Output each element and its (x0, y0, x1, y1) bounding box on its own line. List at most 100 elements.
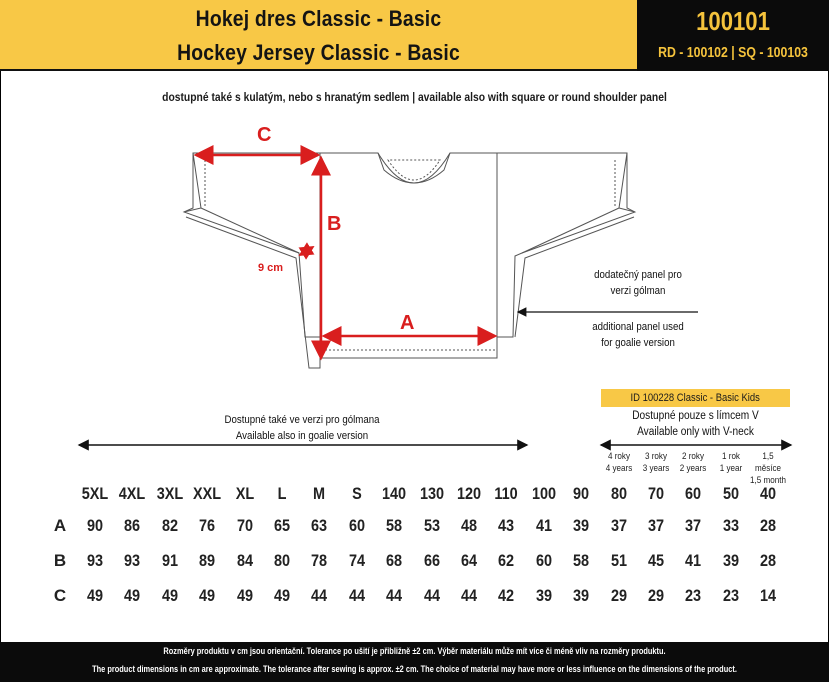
size-header: 70 (647, 484, 665, 503)
table-cell: 43 (498, 516, 515, 535)
size-header: 130 (419, 484, 444, 503)
dimension-arrows (193, 145, 498, 361)
table-cell: 84 (236, 551, 253, 570)
dim-c-label: C (257, 124, 272, 146)
table-cell: 68 (386, 551, 403, 570)
table-cell: 39 (722, 551, 739, 570)
table-cell: 91 (161, 551, 178, 570)
table-cell: 70 (236, 516, 253, 535)
table-cell: 41 (535, 516, 552, 535)
dim-cuff-arrow (298, 242, 315, 260)
table-cell: 82 (161, 516, 178, 535)
kids-badge: ID 100228 Classic - Basic Kids (601, 389, 790, 407)
size-header: 5XL (81, 484, 109, 503)
goalie-note-cz-2: verzi gólman (610, 285, 666, 297)
title-english: Hockey Jersey Classic - Basic (177, 40, 460, 65)
row-label: A (53, 516, 67, 535)
table-cell: 33 (722, 516, 739, 535)
table-cell: 58 (386, 516, 403, 535)
table-cell: 49 (124, 586, 141, 605)
size-header: 80 (610, 484, 627, 503)
goalie-note-en-2: for goalie version (601, 337, 675, 349)
table-cell: 60 (348, 516, 365, 535)
product-code-box: 100101 RD - 100102 | SQ - 100103 (637, 0, 829, 71)
table-cell: 80 (273, 551, 291, 570)
dim-a-label: A (400, 312, 415, 334)
size-header: S (351, 484, 362, 503)
table-cell: 90 (86, 516, 104, 535)
table-cell: 44 (348, 586, 365, 605)
table-cell: 60 (535, 551, 552, 570)
footer-note-cz: Rozměry produktu v cm jsou orientační. T… (163, 646, 666, 657)
age-label-en: 1,5 month (750, 475, 787, 486)
goalie-range-cz: Dostupné také ve verzi pro gólmana (224, 414, 380, 426)
table-cell: 63 (311, 516, 328, 535)
size-header: M (313, 484, 326, 503)
table-cell: 86 (124, 516, 141, 535)
table-cell: 58 (573, 551, 590, 570)
table-cell: 14 (760, 586, 777, 605)
dim-b-label: B (327, 213, 342, 235)
size-header: 100 (531, 484, 556, 503)
age-label-cz: 4 roky (607, 451, 630, 462)
footer-note-en: The product dimensions in cm are approxi… (92, 664, 737, 675)
goalie-range-arrow (77, 439, 529, 451)
size-header: L (277, 484, 287, 503)
age-label-en: 4 years (605, 463, 632, 474)
shoulder-panel-note: dostupné také s kulatým, nebo s hranatým… (162, 90, 667, 104)
size-header: 60 (685, 484, 702, 503)
table-cell: 44 (311, 586, 328, 605)
table-cell: 28 (760, 551, 777, 570)
table-cell: 93 (124, 551, 141, 570)
goalie-note-cz-1: dodatečný panel pro (594, 269, 682, 281)
table-cell: 51 (610, 551, 627, 570)
table-cell: 49 (236, 586, 253, 605)
product-code: 100101 (696, 6, 770, 36)
table-cell: 44 (460, 586, 478, 605)
table-cell: 41 (685, 551, 702, 570)
table-cell: 37 (610, 516, 627, 535)
kids-note-en: Available only with V-neck (637, 426, 754, 438)
size-header: 110 (494, 484, 519, 503)
table-cell: 64 (460, 551, 478, 570)
table-cell: 74 (348, 551, 365, 570)
variant-codes: RD - 100102 | SQ - 100103 (658, 44, 808, 61)
table-cell: 39 (573, 586, 590, 605)
size-header: 4XL (119, 484, 146, 503)
table-cell: 45 (647, 551, 665, 570)
table-cell: 42 (498, 586, 515, 605)
table-cell: 89 (199, 551, 216, 570)
table-cell: 48 (460, 516, 478, 535)
table-cell: 29 (647, 586, 665, 605)
age-label-en: 1 year (719, 463, 743, 474)
goalie-note-en-1: additional panel used (592, 321, 684, 333)
table-cell: 49 (161, 586, 178, 605)
age-label-en: 3 years (642, 463, 670, 474)
table-cell: 65 (273, 516, 291, 535)
table-cell: 44 (386, 586, 403, 605)
row-label: B (53, 551, 67, 570)
size-header: 90 (573, 484, 590, 503)
age-label-en: 2 years (680, 463, 707, 474)
table-cell: 29 (610, 586, 627, 605)
title-czech: Hokej dres Classic - Basic (195, 6, 442, 31)
footer-bar: Rozměry produktu v cm jsou orientační. T… (0, 642, 829, 682)
size-header: XL (235, 484, 254, 503)
age-label-cz: 3 roky (645, 451, 667, 462)
table-cell: 39 (573, 516, 590, 535)
table-cell: 23 (685, 586, 702, 605)
kids-range-arrow (599, 439, 793, 451)
table-cell: 44 (423, 586, 440, 605)
age-label-cz: 1,5 měsíce (755, 451, 782, 474)
goalie-range-en: Available also in goalie version (235, 430, 369, 442)
title-banner: Hokej dres Classic - Basic Hockey Jersey… (0, 0, 637, 71)
table-cell: 53 (423, 516, 440, 535)
table-cell: 93 (86, 551, 104, 570)
size-header: XXL (193, 484, 222, 503)
table-cell: 23 (722, 586, 739, 605)
